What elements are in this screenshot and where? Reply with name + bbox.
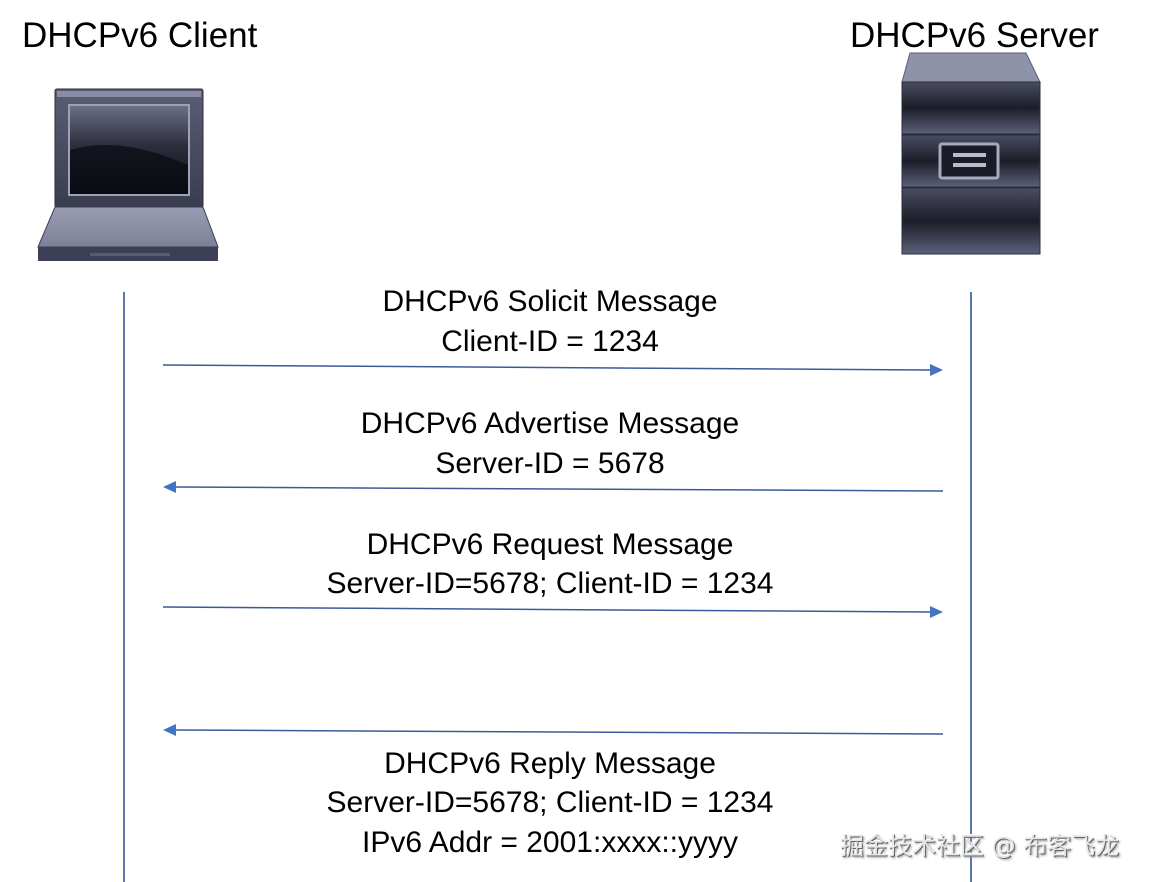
server-icon: [901, 52, 1041, 255]
watermark: 掘金技术社区 @ 布客飞龙: [840, 832, 1120, 860]
reply-message-address: IPv6 Addr = 2001:xxxx::yyyy: [361, 826, 738, 859]
solicit-message-detail: Client-ID = 1234: [441, 325, 659, 358]
advertise-message-title: DHCPv6 Advertise Message: [360, 407, 740, 440]
request-arrow-line: [162, 606, 931, 613]
advertise-arrow-line: [175, 486, 944, 492]
reply-arrowhead: [163, 724, 176, 736]
request-arrowhead: [930, 606, 943, 618]
reply-message-detail: Server-ID=5678; Client-ID = 1234: [326, 786, 774, 819]
request-message-title: DHCPv6 Request Message: [366, 528, 734, 561]
server-label: DHCPv6 Server: [850, 16, 1099, 55]
solicit-arrowhead: [930, 364, 943, 376]
request-message-detail: Server-ID=5678; Client-ID = 1234: [326, 567, 774, 600]
reply-message-title: DHCPv6 Reply Message: [384, 747, 716, 780]
advertise-arrowhead: [163, 481, 176, 493]
solicit-message-title: DHCPv6 Solicit Message: [382, 285, 718, 318]
laptop-icon: [37, 88, 219, 261]
solicit-arrow-line: [162, 364, 931, 371]
advertise-message-detail: Server-ID = 5678: [435, 447, 665, 480]
reply-arrow-line: [175, 729, 944, 735]
client-label: DHCPv6 Client: [22, 16, 258, 55]
